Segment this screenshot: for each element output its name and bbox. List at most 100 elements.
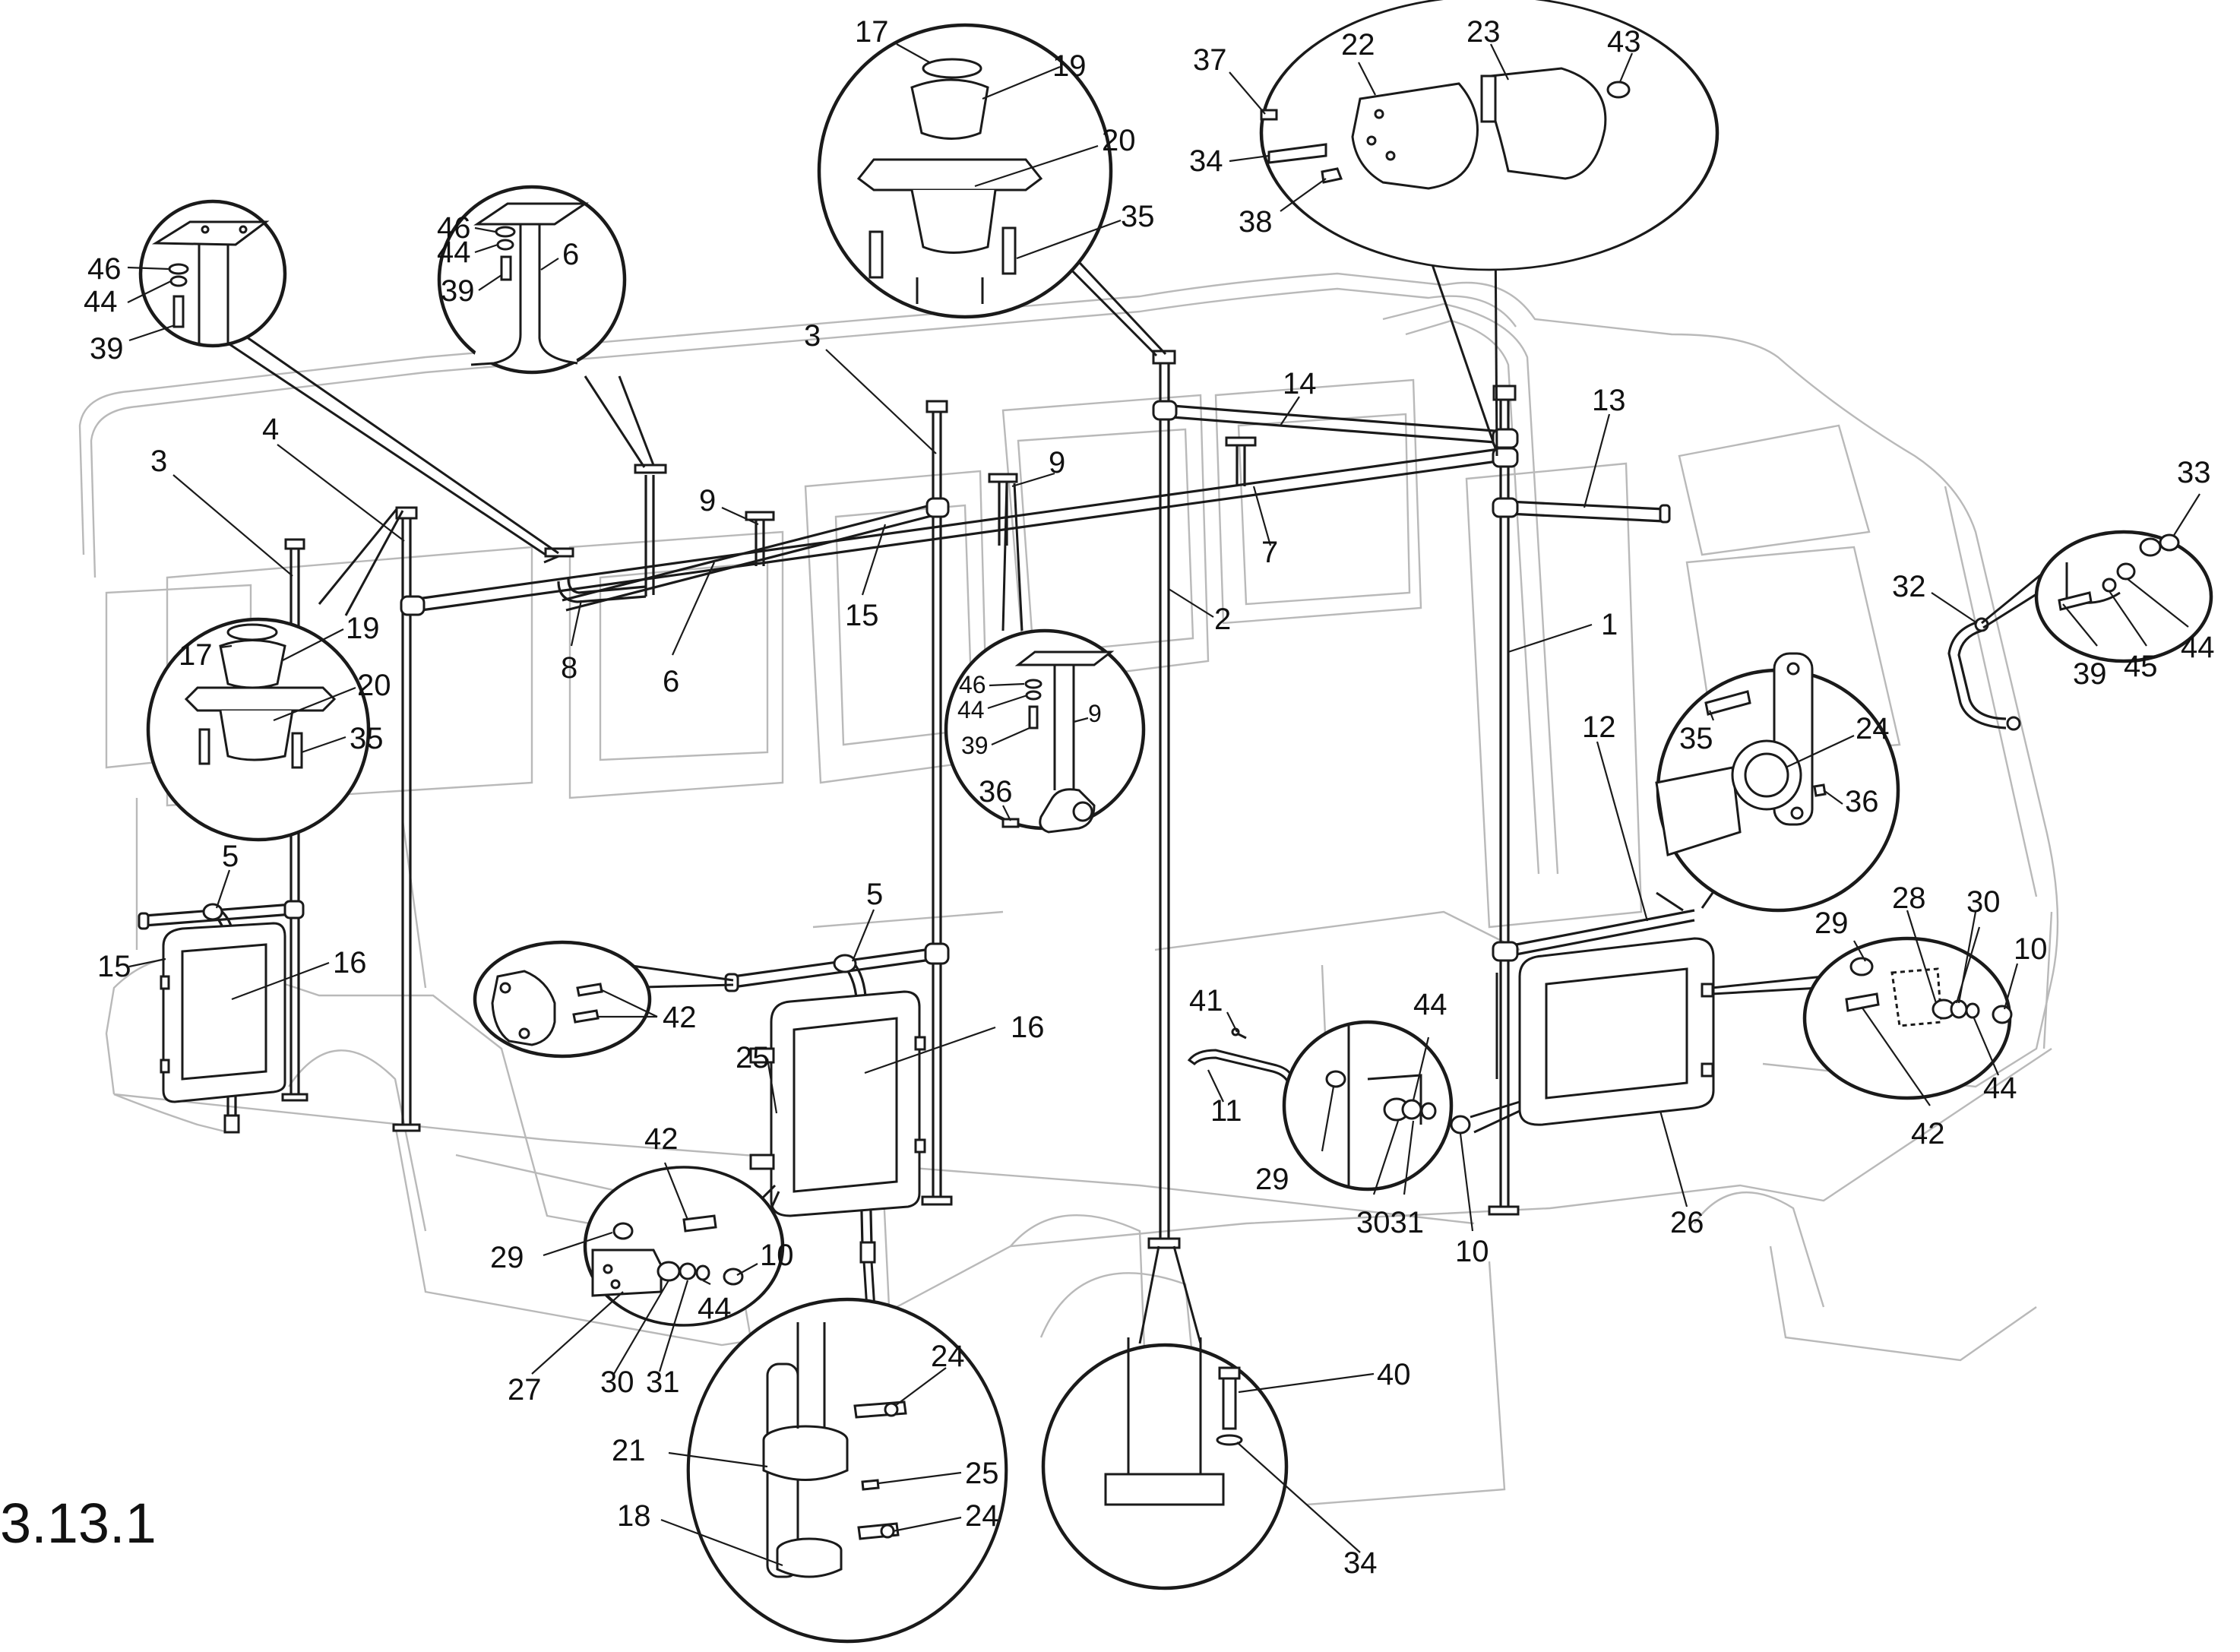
detail-circle-left-base <box>146 617 371 842</box>
callout-28: 28 <box>1892 881 1926 915</box>
callout-32: 32 <box>1892 570 1926 603</box>
callout-46: 46 <box>959 671 986 698</box>
callout-29: 29 <box>1814 907 1849 940</box>
door-panel-25-center <box>749 990 926 1217</box>
rail-9-mounts <box>745 436 1257 566</box>
callout-7: 7 <box>1261 536 1278 569</box>
detail-circle-floor-base <box>1041 1337 1289 1590</box>
callout-44: 44 <box>1983 1071 2017 1105</box>
pole-2 <box>1147 350 1181 1249</box>
callout-6: 6 <box>663 665 679 698</box>
callout-35: 35 <box>350 722 384 755</box>
rail-5-center <box>724 942 950 1264</box>
callout-4: 4 <box>262 413 279 446</box>
callout-24: 24 <box>1856 712 1890 745</box>
callout-44: 44 <box>437 236 471 269</box>
callout-44: 44 <box>698 1292 732 1325</box>
callout-3: 3 <box>150 445 167 478</box>
callout-29: 29 <box>1255 1163 1289 1196</box>
callout-39: 39 <box>961 732 989 759</box>
callout-9: 9 <box>1049 446 1065 479</box>
callout-2: 2 <box>1214 603 1231 636</box>
pole-1 <box>1488 385 1520 1216</box>
callout-33: 33 <box>2177 456 2211 489</box>
callout-30: 30 <box>600 1366 634 1399</box>
callout-5: 5 <box>866 878 883 911</box>
detail-circle-lower-clamp <box>686 1297 1008 1644</box>
callout-45: 45 <box>2124 650 2158 683</box>
callout-21: 21 <box>612 1434 646 1467</box>
detail-circle-front-right <box>2034 530 2213 663</box>
callout-5: 5 <box>222 840 239 873</box>
callout-44: 44 <box>2181 631 2215 664</box>
callout-10: 10 <box>760 1239 794 1272</box>
detail-circle-hinge-27 <box>583 1166 785 1327</box>
callout-14: 14 <box>1283 367 1317 400</box>
callout-29: 29 <box>490 1241 524 1274</box>
callout-3031: 3031 <box>1356 1206 1424 1239</box>
rail-13 <box>1492 497 1671 524</box>
callout-20: 20 <box>1102 124 1136 157</box>
callout-6: 6 <box>562 238 579 271</box>
callout-40: 40 <box>1377 1358 1411 1391</box>
callout-41: 41 <box>1189 984 1223 1017</box>
callout-39: 39 <box>441 274 475 308</box>
callout-20: 20 <box>357 669 391 702</box>
callout-35: 35 <box>1121 200 1155 233</box>
callout-38: 38 <box>1239 205 1273 239</box>
callout-39: 39 <box>2073 657 2107 691</box>
detail-circle-rail-mount <box>437 185 627 375</box>
callout-8: 8 <box>561 651 577 685</box>
handle-11 <box>1187 1027 1293 1084</box>
callout-26: 26 <box>1670 1206 1704 1239</box>
callout-16: 16 <box>1011 1011 1045 1044</box>
rail-12 <box>1492 909 1695 1079</box>
callout-12: 12 <box>1582 710 1616 744</box>
figure-number: 3.13.1 <box>0 1492 157 1555</box>
callout-10: 10 <box>1455 1235 1489 1268</box>
rail-7 <box>406 447 1509 613</box>
callout-17: 17 <box>179 638 213 672</box>
callout-labels: 1 2 3 3 4 5 5 6 7 8 9 9 11 12 13 14 15 1… <box>0 15 2215 1580</box>
callout-43: 43 <box>1607 25 1641 59</box>
callout-31: 31 <box>646 1366 680 1399</box>
detail-circle-center-right <box>1282 1020 1471 1192</box>
detail-circle-top-right <box>1259 0 1720 271</box>
callout-15: 15 <box>97 950 131 983</box>
callout-34: 34 <box>1343 1546 1378 1580</box>
callout-13: 13 <box>1592 384 1626 417</box>
pole-3-center <box>921 400 953 1206</box>
detail-circle-center-9 <box>944 628 1146 834</box>
callout-36: 36 <box>1845 785 1879 818</box>
callout-36: 36 <box>979 775 1013 809</box>
callout-17: 17 <box>855 15 889 49</box>
rail-32 <box>1947 617 2021 731</box>
callout-39: 39 <box>90 332 124 366</box>
callout-42: 42 <box>644 1122 679 1156</box>
callout-34: 34 <box>1189 144 1223 178</box>
callout-42: 42 <box>1911 1117 1945 1150</box>
callout-46: 46 <box>87 252 122 286</box>
callout-9: 9 <box>1088 700 1102 727</box>
callout-25: 25 <box>736 1041 770 1074</box>
callout-16: 16 <box>333 946 367 979</box>
detail-circle-hinge-42 <box>473 940 652 1059</box>
callout-37: 37 <box>1193 43 1227 77</box>
callout-44: 44 <box>84 285 118 318</box>
callout-19: 19 <box>346 612 380 645</box>
callout-27: 27 <box>508 1373 542 1407</box>
callout-46: 46 <box>437 211 471 245</box>
callout-42: 42 <box>663 1001 697 1034</box>
door-panel-15-left <box>160 922 286 1103</box>
callout-19: 19 <box>1052 49 1087 83</box>
callout-44: 44 <box>957 696 985 723</box>
callout-24: 24 <box>931 1340 965 1373</box>
callout-15: 15 <box>845 599 879 632</box>
detail-leader-lines <box>220 220 2064 1357</box>
callout-11: 11 <box>1210 1094 1242 1128</box>
callout-leaders <box>127 43 2200 1567</box>
detail-circle-right-clamp <box>1655 652 1900 913</box>
detail-circle-top-center <box>817 23 1113 319</box>
detail-circle-right-hinge <box>1802 936 2013 1100</box>
